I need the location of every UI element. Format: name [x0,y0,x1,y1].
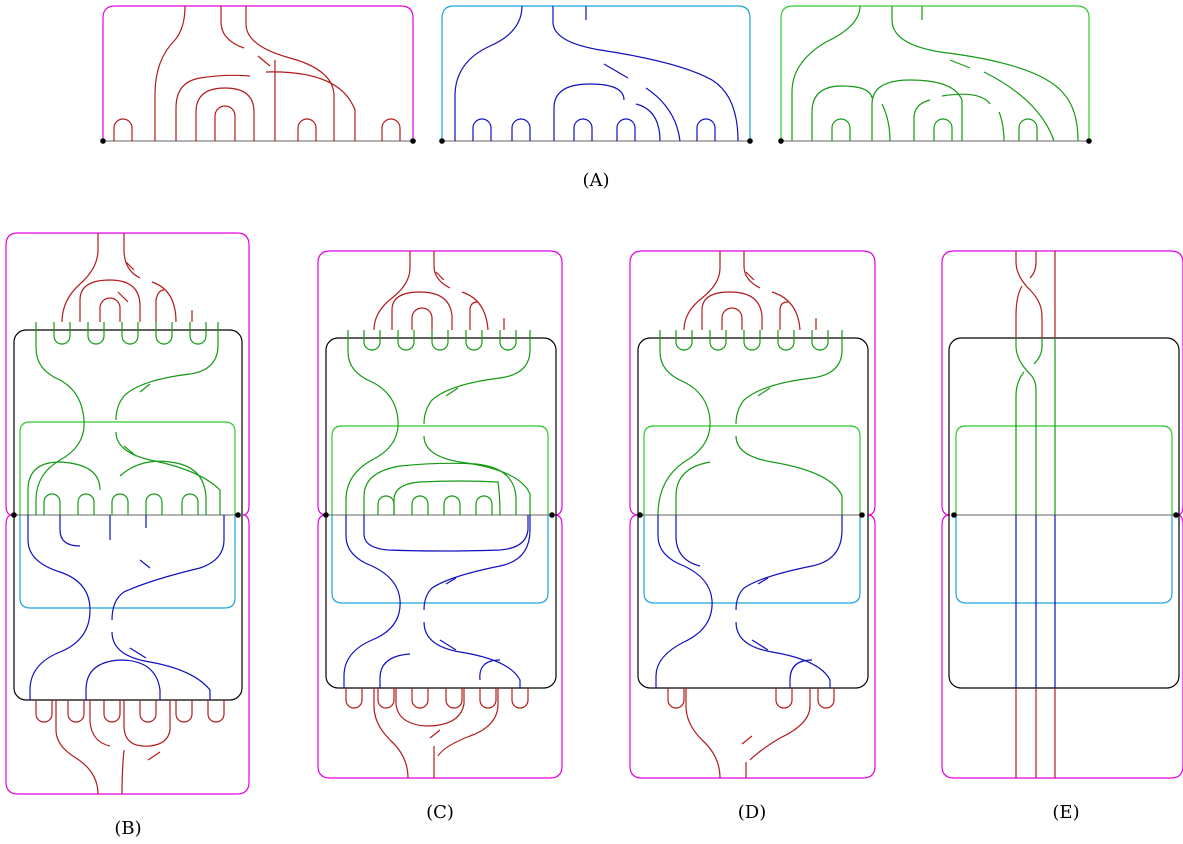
label-b: (B) [114,818,141,839]
endpoint-left-b [11,512,17,518]
endpoint-right-d [859,512,865,518]
black-box-e [948,337,1180,689]
outer-frame-bottom-e [941,514,1183,779]
endpoint-left-a2 [439,138,445,144]
label-d: (D) [738,802,766,823]
green-strands-lower-b [27,460,207,515]
frame-a1 [102,5,414,141]
green-box-b [19,421,236,515]
green-box-e [955,425,1173,515]
endpoint-left-c [323,512,329,518]
endpoint-right-b [235,512,241,518]
endpoint-left-a1 [100,138,106,144]
endpoint-left-e [951,512,957,518]
tangle-a2 [439,5,753,144]
blue-strands-c [343,515,531,688]
red-strands-bottom-e [1015,688,1056,778]
green-strands-upper-c [345,330,531,515]
endpoint-right-a3 [1086,138,1092,144]
outer-frame-top-c [317,250,563,516]
endpoint-right-a1 [410,138,416,144]
red-strands-top-b [61,233,193,323]
outer-frame-bottom-b [5,514,250,795]
label-c: (C) [426,802,454,823]
panel-a: (A) [100,5,1092,191]
strands-a2 [454,5,739,142]
cyan-box-c [331,515,549,604]
red-strands-bottom-d [667,688,835,779]
frame-a2 [441,5,751,141]
strands-a3 [791,5,1079,142]
blue-strands-b [27,515,225,700]
panel-d: (D) [629,250,876,823]
endpoint-right-c [549,512,555,518]
tangle-a1 [100,5,416,144]
red-strands-bottom-b [35,700,225,795]
red-strands-top-c [373,251,505,331]
outer-frame-bottom-c [317,514,563,779]
label-e: (E) [1052,802,1079,823]
strands-a1 [113,5,401,141]
green-strands-upper-b [35,322,221,515]
red-strands-top-d [683,251,817,331]
red-strands-top-e [1015,251,1056,338]
tangle-a3 [778,5,1092,144]
black-box-d [637,337,869,689]
label-a: (A) [582,170,609,191]
outer-frame-top-e [941,250,1183,516]
blue-strands-e [1015,515,1056,688]
endpoint-right-e [1173,512,1179,518]
green-strands-e [1015,338,1056,515]
panel-b: (B) [5,232,250,839]
blue-strands-d [655,515,843,688]
panel-c: (C) [317,250,563,823]
green-box-d [643,425,861,515]
outer-frame-top-d [629,250,876,516]
endpoint-left-a3 [778,138,784,144]
frame-a3 [780,5,1090,141]
cyan-box-e [955,515,1173,604]
green-strands-d [657,330,843,516]
endpoint-left-d [637,512,643,518]
endpoint-right-a2 [747,138,753,144]
green-strands-lower-c [377,480,501,516]
cyan-box-d [643,515,861,604]
panel-e: (E) [941,250,1183,823]
outer-frame-top-b [5,232,250,516]
black-box-c [325,337,557,689]
outer-frame-bottom-d [629,514,876,779]
cyan-box-b [19,515,236,609]
green-box-c [331,425,549,515]
red-strands-bottom-c [345,688,529,779]
